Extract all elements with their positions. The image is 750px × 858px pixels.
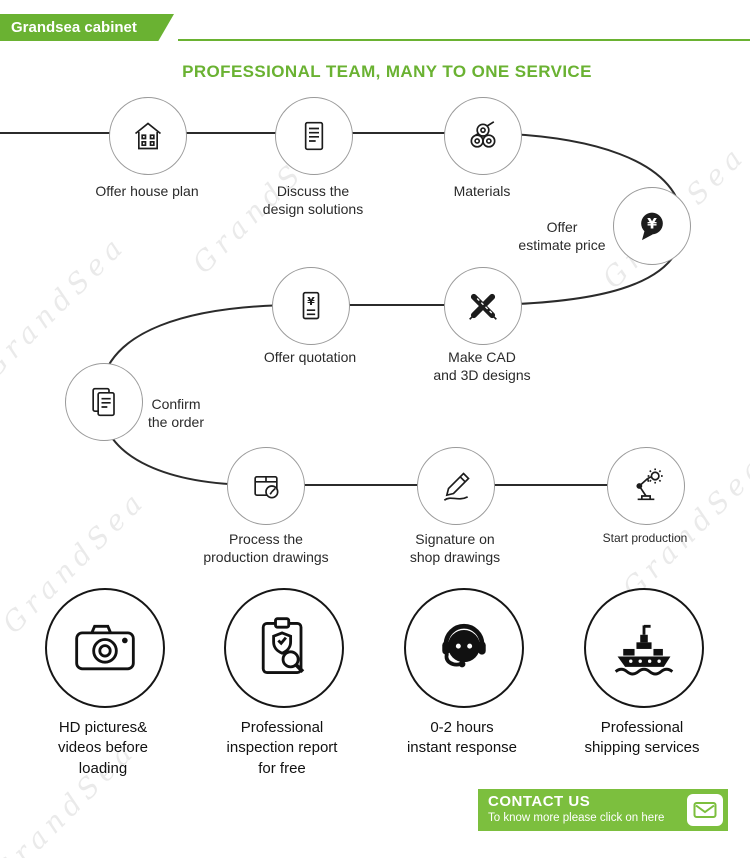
contact-subtitle: To know more please click on here bbox=[488, 812, 665, 824]
flow-step-confirm-order bbox=[65, 363, 143, 441]
feature-label-instant-response: 0-2 hours instant response bbox=[406, 719, 518, 757]
feature-instant-response bbox=[404, 588, 524, 708]
signature-pen-icon bbox=[436, 466, 476, 506]
flow-label-discuss-design: Discuss the design solutions bbox=[262, 183, 364, 218]
flow-label-confirm-order: Confirm the order bbox=[147, 396, 205, 431]
flow-label-signature-shop-drawings: Signature on shop drawings bbox=[409, 531, 501, 566]
headset-support-icon bbox=[430, 614, 498, 682]
flow-label-offer-quotation: Offer quotation bbox=[263, 349, 357, 365]
inspection-report-icon bbox=[250, 614, 318, 682]
svg-text:¥: ¥ bbox=[307, 295, 315, 308]
house-icon bbox=[128, 116, 168, 156]
order-documents-icon bbox=[84, 382, 124, 422]
robot-arm-icon bbox=[626, 466, 666, 506]
feature-inspection-report bbox=[224, 588, 344, 708]
envelope-icon[interactable] bbox=[687, 794, 723, 826]
flow-label-offer-house-plan: Offer house plan bbox=[95, 183, 199, 199]
flow-step-materials bbox=[444, 97, 522, 175]
contact-us-box[interactable]: CONTACT US To know more please click on … bbox=[478, 789, 728, 831]
flow-step-signature-shop-drawings bbox=[417, 447, 495, 525]
flow-label-make-cad-designs: Make CAD and 3D designs bbox=[433, 349, 531, 384]
pipes-icon bbox=[463, 116, 503, 156]
price-chat-icon: ¥ bbox=[632, 206, 672, 246]
camera-icon bbox=[71, 614, 139, 682]
header-divider-line bbox=[178, 39, 750, 41]
pencil-ruler-icon bbox=[463, 286, 503, 326]
design-document-icon bbox=[294, 116, 334, 156]
flow-step-offer-estimate-price: ¥ bbox=[613, 187, 691, 265]
production-drawings-icon bbox=[246, 466, 286, 506]
page-title: PROFESSIONAL TEAM, MANY TO ONE SERVICE bbox=[182, 62, 592, 81]
feature-label-shipping-services: Professional shipping services bbox=[584, 719, 700, 757]
flow-step-make-cad-designs bbox=[444, 267, 522, 345]
flow-step-offer-house-plan bbox=[109, 97, 187, 175]
flow-step-start-production bbox=[607, 447, 685, 525]
cargo-ship-icon bbox=[610, 614, 678, 682]
feature-label-hd-pictures: HD pictures& videos before loading bbox=[57, 719, 149, 777]
flow-label-offer-estimate-price: Offer estimate price bbox=[518, 219, 606, 254]
feature-shipping-services bbox=[584, 588, 704, 708]
flow-label-materials: Materials bbox=[453, 183, 511, 199]
watermark: GrandSea bbox=[0, 228, 133, 385]
feature-hd-pictures bbox=[45, 588, 165, 708]
flow-step-offer-quotation: ¥ bbox=[272, 267, 350, 345]
svg-text:¥: ¥ bbox=[647, 217, 657, 233]
contact-title: CONTACT US bbox=[488, 793, 591, 810]
quotation-document-icon: ¥ bbox=[291, 286, 331, 326]
flow-label-process-production-drawings: Process the production drawings bbox=[203, 531, 329, 566]
brand-banner: Grandsea cabinet bbox=[0, 14, 174, 41]
flow-step-process-production-drawings bbox=[227, 447, 305, 525]
flow-label-start-production: Start production bbox=[602, 531, 688, 545]
feature-label-inspection-report: Professional inspection report for free bbox=[226, 719, 338, 777]
flow-step-discuss-design bbox=[275, 97, 353, 175]
